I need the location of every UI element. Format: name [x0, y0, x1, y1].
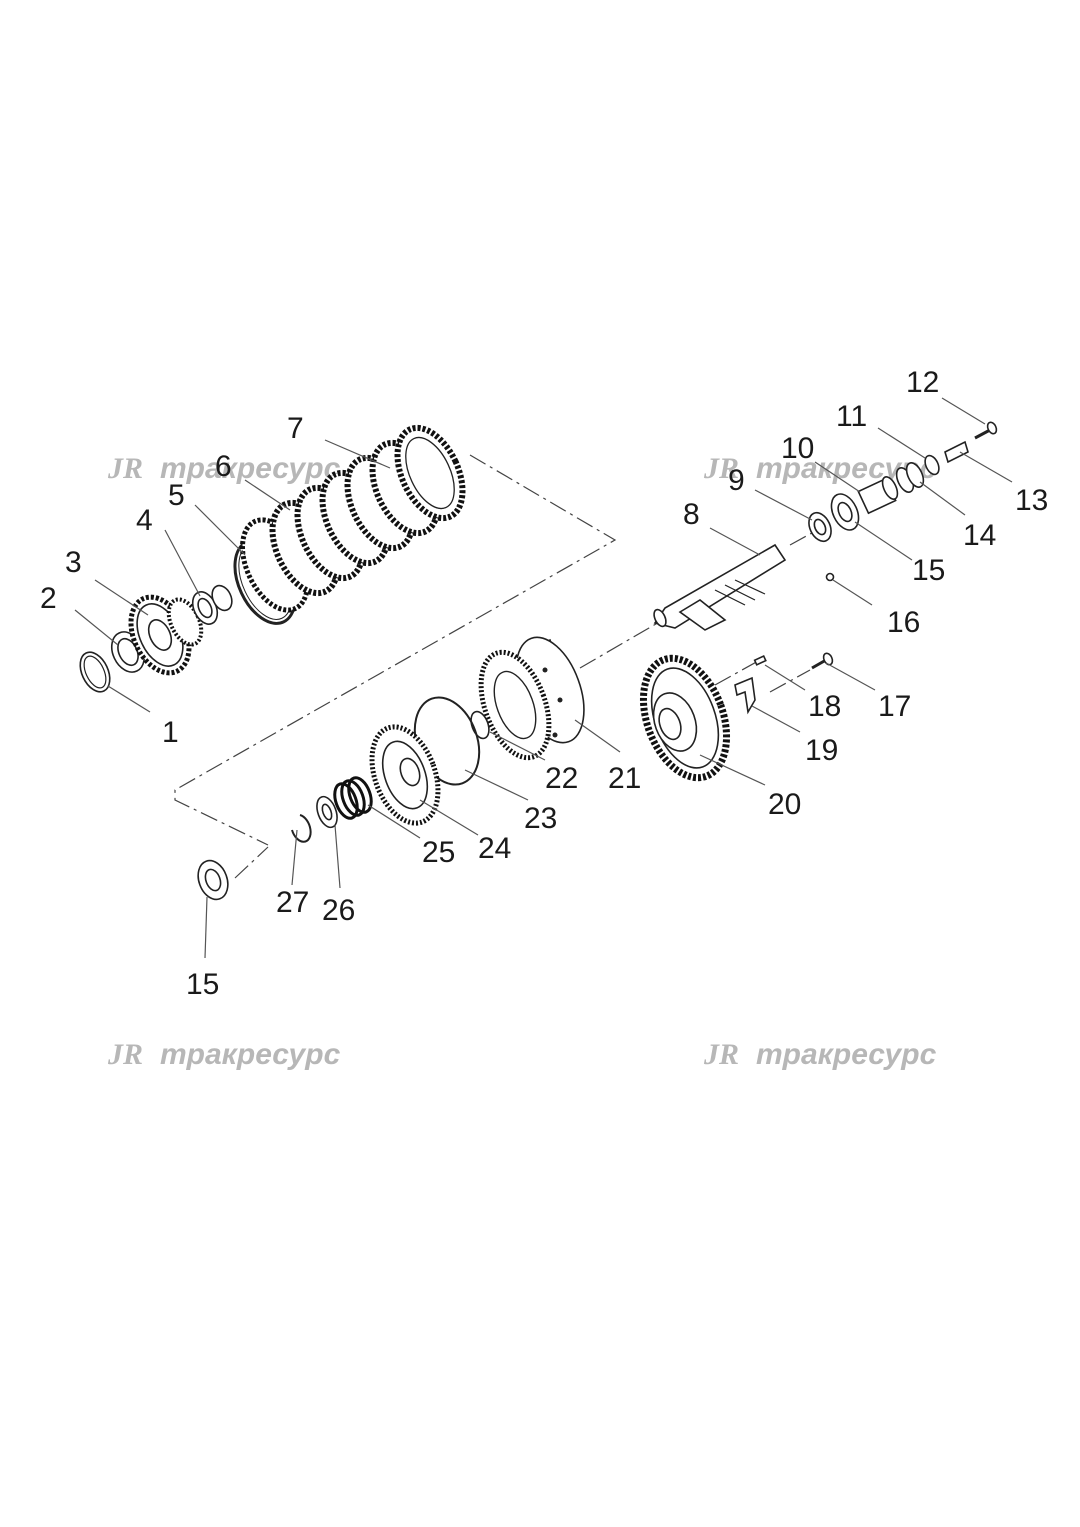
- part-10-hub: [857, 476, 899, 515]
- callout-2: 2: [40, 582, 57, 615]
- leader-lines: [74, 397, 1013, 959]
- part-11-washer: [924, 454, 940, 476]
- part-25-spring: [333, 776, 373, 820]
- callout-10: 10: [781, 432, 814, 465]
- callout-15-upper: 15: [912, 554, 945, 587]
- callout-1: 1: [162, 716, 179, 749]
- callout-7: 7: [287, 412, 304, 445]
- watermark-bottom-left: JR тракресурс: [107, 1038, 341, 1071]
- callout-6: 6: [215, 450, 232, 483]
- part-4-bearing: [191, 584, 233, 625]
- callout-15-lower: 15: [186, 968, 219, 1001]
- callout-14: 14: [963, 519, 996, 552]
- callout-8: 8: [683, 498, 700, 531]
- callout-9: 9: [728, 464, 745, 497]
- axis-lower-bearing: [234, 846, 269, 879]
- callout-11: 11: [836, 400, 867, 433]
- part-26-washer: [316, 795, 338, 829]
- callout-12: 12: [906, 366, 939, 399]
- callout-27: 27: [276, 886, 309, 919]
- part-12-bolt: [974, 421, 998, 440]
- axis-clutch-pack: [174, 454, 617, 846]
- callout-19: 19: [805, 734, 838, 767]
- callout-4: 4: [136, 504, 153, 537]
- axis-pins: [714, 659, 761, 686]
- watermark-text: тракресурс: [160, 452, 341, 485]
- watermark-bottom-right: JR тракресурс: [703, 1038, 937, 1071]
- callout-25: 25: [422, 836, 455, 869]
- part-20-gear: [639, 654, 731, 782]
- callout-20: 20: [768, 788, 801, 821]
- callout-18: 18: [808, 690, 841, 723]
- part-17-bolt: [811, 652, 834, 670]
- callout-21: 21: [608, 762, 641, 795]
- callout-17: 17: [878, 690, 911, 723]
- part-15-upper-bearing: [830, 493, 860, 531]
- watermark-logo: JR: [107, 452, 143, 485]
- part-1-snap-ring: [79, 651, 111, 693]
- watermark-logo: JR: [703, 452, 739, 485]
- part-27-snap-ring: [291, 814, 312, 843]
- part-6-7-clutch-pack: [240, 424, 466, 613]
- part-9-sleeve: [808, 511, 832, 543]
- watermark-text: тракресурс: [756, 1038, 937, 1071]
- callout-22: 22: [545, 762, 578, 795]
- callout-13: 13: [1015, 484, 1048, 517]
- callout-numbers: 1 2 3 4 5 6 7 8 9 10 11 12 13 14 15 16 1…: [40, 366, 1048, 1001]
- callout-26: 26: [322, 894, 355, 927]
- watermark-logo: JR: [107, 1038, 143, 1071]
- part-21-clutch-drum: [478, 636, 585, 761]
- part-18-pin: [753, 655, 767, 666]
- axis-bolt: [769, 669, 811, 693]
- part-19-lock-plate: [734, 676, 756, 715]
- watermark-text: тракресурс: [160, 1038, 341, 1071]
- part-14-rings: [895, 462, 925, 493]
- part-13-plate: [944, 440, 969, 464]
- watermark-logo: JR: [703, 1038, 739, 1071]
- callout-16: 16: [887, 606, 920, 639]
- part-24-piston: [369, 724, 441, 826]
- callout-24: 24: [478, 832, 511, 865]
- part-8-shaft: [653, 543, 787, 631]
- callout-23: 23: [524, 802, 557, 835]
- part-15-lower-bearing: [197, 859, 229, 901]
- callout-5: 5: [168, 479, 185, 512]
- watermark-top-left: JR тракресурс: [107, 452, 341, 485]
- part-16-pin: [825, 572, 835, 582]
- callout-3: 3: [65, 546, 82, 579]
